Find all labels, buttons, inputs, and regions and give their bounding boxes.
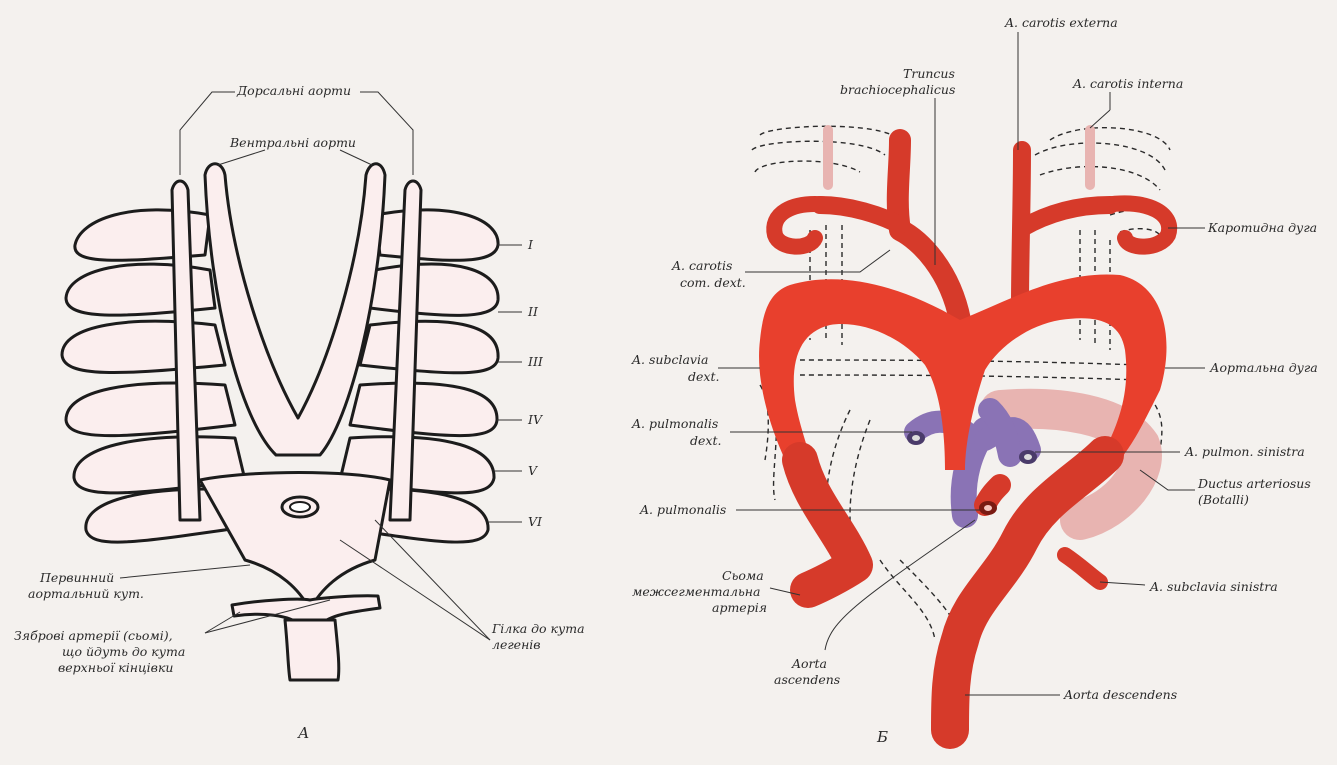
label-branchial-3: верхньої кінцівки [58,660,173,675]
label-carotis-com-1: A. carotis [671,258,732,273]
label-carotis-interna: A. carotis interna [1072,76,1183,91]
label-carotid-arch: Каротидна дуга [1207,220,1317,235]
label-subclavia-sinistra: A. subclavia sinistra [1149,579,1278,594]
aorta [759,125,1178,749]
label-primary-angle-2: аортальний кут. [28,586,144,601]
label-ascendens-1: Aorta [791,656,827,671]
label-seventh-3: артерія [712,600,767,615]
label-branchial-2: що йдуть до кута [62,644,185,659]
label-seventh-2: межсегментальна [632,584,760,599]
label-pulmonalis: A. pulmonalis [639,502,726,517]
label-arch-4: IV [527,412,544,427]
panel-letter-a: А [297,724,309,742]
label-carotis-com-2: com. dext. [680,275,746,290]
label-truncus-2: brachiocephalicus [840,82,955,97]
label-arch-6: VI [528,514,543,529]
label-subclavia-dext-1: A. subclavia [631,352,708,367]
label-descendens: Aorta descendens [1063,687,1177,702]
panel-a-leaders [119,91,522,641]
label-ascendens-2: ascendens [774,672,840,687]
label-lung-branch-2: легенів [492,637,541,652]
panel-letter-b: Б [876,728,888,746]
label-aortic-arch: Аортальна дуга [1209,360,1318,375]
label-ductus-2: (Botalli) [1198,492,1249,507]
label-truncus-1: Truncus [903,66,955,81]
label-arch-2: II [527,304,539,319]
label-branchial-1: Зяброві артерії (сьомі), [14,628,173,643]
panel-b-adult-arteries [751,125,1178,749]
label-arch-3: III [527,354,544,369]
panel-a-embryonic-arches [60,162,500,682]
label-arch-1: I [527,237,534,252]
label-lung-branch-1: Гілка до кута [491,621,585,636]
label-subclavia-dext-2: dext. [688,369,719,384]
label-ductus-1: Ductus arteriosus [1197,476,1311,491]
label-pulmon-sinistra: A. pulmon. sinistra [1184,444,1305,459]
ductus-arteriosus [980,388,1162,540]
panel-b-leaders [718,32,1205,696]
label-pulmonalis-dext-1: A. pulmonalis [631,416,718,431]
panel-a-text: Дорсальні аорти Вентральні аорти I II II… [14,83,585,742]
panel-b-text: A. carotis externa Truncus brachiocephal… [631,15,1318,746]
label-primary-angle-1: Первинний [39,570,114,585]
label-arch-5: V [528,463,539,478]
label-ventral-aortae: Вентральні аорти [229,135,356,150]
label-pulmonalis-dext-2: dext. [690,433,721,448]
label-carotis-externa: A. carotis externa [1004,15,1118,30]
label-dorsal-aortae: Дорсальні аорти [236,83,351,98]
label-seventh-1: Сьома [722,568,764,583]
